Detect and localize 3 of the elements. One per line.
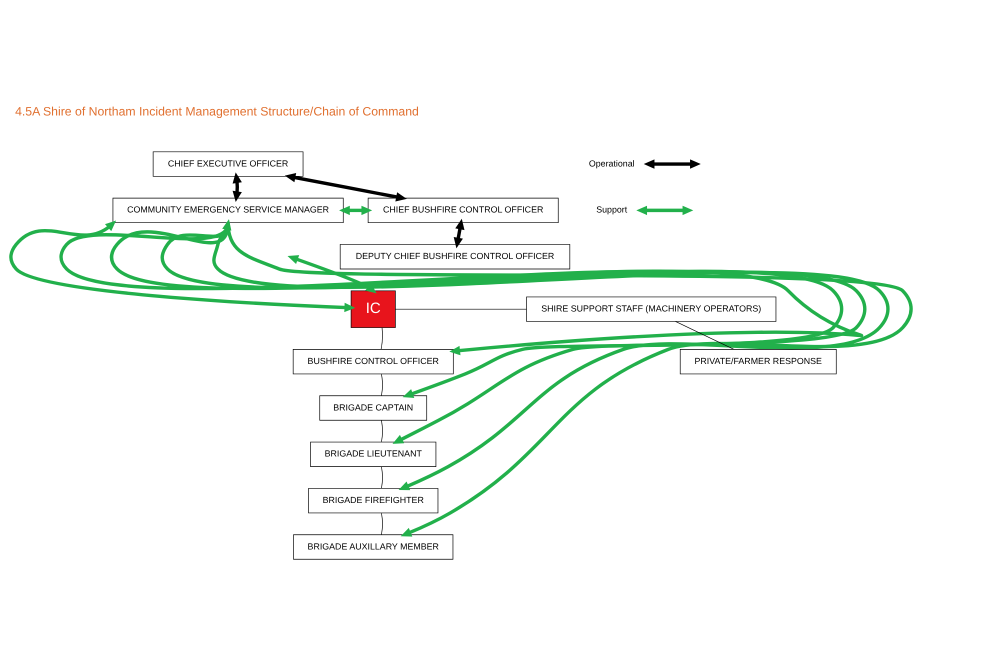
legend-label: Operational xyxy=(588,158,635,168)
diagram-title: 4.5A Shire of Northam Incident Management Structure/Chain of Command xyxy=(15,104,419,118)
legend-label: Support xyxy=(596,204,628,214)
